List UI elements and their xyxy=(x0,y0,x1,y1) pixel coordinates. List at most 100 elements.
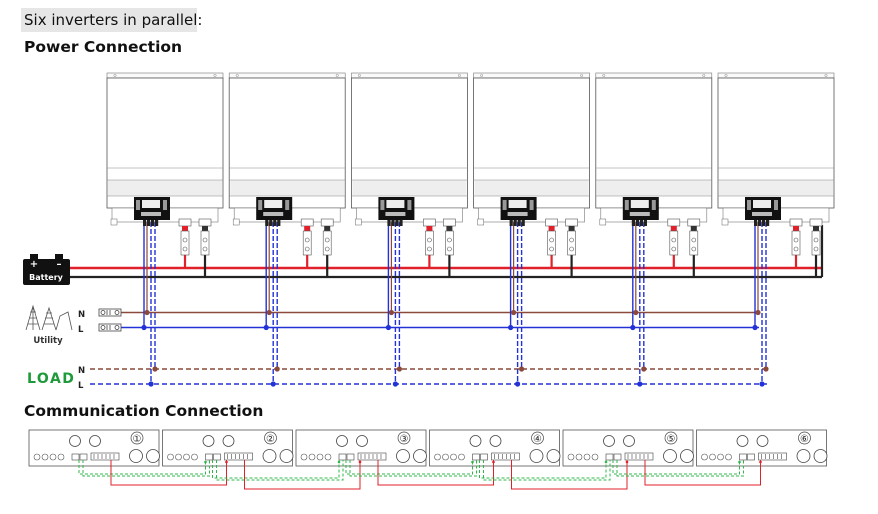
led-port-icon xyxy=(583,453,591,461)
dry-contact-port-icon xyxy=(336,435,348,447)
parallel-port-icon xyxy=(90,452,120,461)
fuse-icon xyxy=(813,237,819,243)
cable-end-dot xyxy=(604,460,608,464)
junction-dot xyxy=(752,324,758,331)
inverter-unit xyxy=(717,72,835,256)
fuse-holder-icon xyxy=(567,230,576,256)
share-cable xyxy=(483,460,611,481)
inverter-band xyxy=(230,180,345,196)
unit-number-label: ③ xyxy=(400,434,409,445)
utility-label: Utility xyxy=(33,336,63,346)
cable-gland-icon xyxy=(635,220,639,226)
cable-gland-icon xyxy=(155,220,159,226)
fuse-icon xyxy=(793,237,799,243)
fuse-icon xyxy=(691,237,697,243)
lcd-screen-icon xyxy=(386,200,405,208)
battery-terminal-icon xyxy=(178,218,192,227)
fuse-icon xyxy=(813,246,819,252)
comm-panel: ⑤ xyxy=(562,429,694,467)
led-port-icon xyxy=(434,453,441,461)
fuse-holder-icon xyxy=(689,230,699,256)
junction-dot xyxy=(641,366,647,372)
junction-dot xyxy=(148,381,154,387)
fuse-icon xyxy=(202,237,208,243)
comm-panel: ⑥ xyxy=(696,429,828,467)
lcd-screen-icon xyxy=(264,200,283,208)
inverter-band xyxy=(719,180,833,196)
inverter-unit xyxy=(595,72,713,256)
battery-terminal-icon xyxy=(565,218,578,227)
share-port-icon xyxy=(480,453,488,461)
mounting-hole xyxy=(235,74,239,77)
fuse-icon xyxy=(324,246,330,252)
comm-panel: ③ xyxy=(295,429,427,467)
fuse-holder-icon xyxy=(811,230,821,256)
power-wires xyxy=(70,222,824,387)
fuse-holder-icon xyxy=(791,230,801,256)
fuse-icon xyxy=(569,246,574,252)
led-indicator xyxy=(136,200,140,210)
led-indicator xyxy=(285,200,290,210)
battery-terminal-icon xyxy=(545,218,558,227)
cable-gland-icon xyxy=(521,220,525,226)
battery-terminal-icon xyxy=(198,218,212,227)
cable-end-dot xyxy=(358,460,362,464)
fuse-icon xyxy=(447,237,452,243)
led-indicator xyxy=(747,200,751,210)
unit-number-label: ④ xyxy=(533,434,542,445)
page-title: Six inverters in parallel: xyxy=(24,11,203,29)
led-indicator xyxy=(380,200,385,210)
share-port-icon xyxy=(613,453,622,461)
power-connection-heading: Power Connection xyxy=(24,38,183,56)
mounting-hole xyxy=(702,74,706,77)
terminal-boot-icon xyxy=(182,226,188,231)
header-highlight xyxy=(21,8,197,32)
mounting-hole xyxy=(480,74,484,77)
led-indicator xyxy=(407,200,412,210)
rs232-port-icon xyxy=(413,449,427,463)
lcd-screen-icon xyxy=(630,200,649,208)
led-port-icon xyxy=(709,453,716,461)
usb-port-icon xyxy=(262,449,277,463)
dry-contact-port-icon xyxy=(756,435,769,447)
cable-gland-icon xyxy=(395,220,399,226)
fuse-icon xyxy=(671,246,677,252)
communication-cables xyxy=(78,460,762,490)
junction-dot xyxy=(759,381,765,387)
led-indicator xyxy=(502,200,507,210)
utility-l-label: L xyxy=(78,325,84,335)
led-port-icon xyxy=(41,453,49,461)
unit-number-badge xyxy=(264,431,277,445)
terminal-icon xyxy=(477,218,484,226)
cable-gland-icon xyxy=(758,220,762,226)
led-indicator xyxy=(774,200,778,210)
lcd-screen-icon xyxy=(753,200,771,208)
battery-terminal-icon xyxy=(809,218,823,227)
cable-end-dot xyxy=(471,460,474,464)
fuse-icon xyxy=(324,237,330,243)
cable-end-dot xyxy=(625,460,629,464)
rs232-port-icon xyxy=(813,449,828,463)
rs232-port-icon xyxy=(680,449,694,463)
dry-contact-port-icon xyxy=(356,435,368,447)
unit-number-badge xyxy=(397,431,411,445)
led-port-icon xyxy=(183,453,190,461)
terminal-boot-icon xyxy=(324,226,331,231)
share-cable xyxy=(216,460,344,481)
battery-terminal-icon xyxy=(423,218,436,227)
inverter-top-flange xyxy=(595,72,713,79)
junction-dot xyxy=(274,366,280,372)
fuse-icon xyxy=(182,237,188,243)
parallel-cable xyxy=(110,460,227,486)
battery-minus-label: – xyxy=(57,259,62,270)
share-cable xyxy=(212,460,340,479)
unit-number-badge xyxy=(130,431,144,445)
cable-end-dot xyxy=(492,460,495,464)
share-cable xyxy=(349,460,477,477)
mounting-hole xyxy=(724,74,728,77)
terminal-boot-icon xyxy=(426,226,433,231)
share-cable xyxy=(479,460,607,479)
junction-dot xyxy=(510,309,517,316)
junction-dot xyxy=(515,381,521,387)
led-indicator xyxy=(258,200,263,210)
